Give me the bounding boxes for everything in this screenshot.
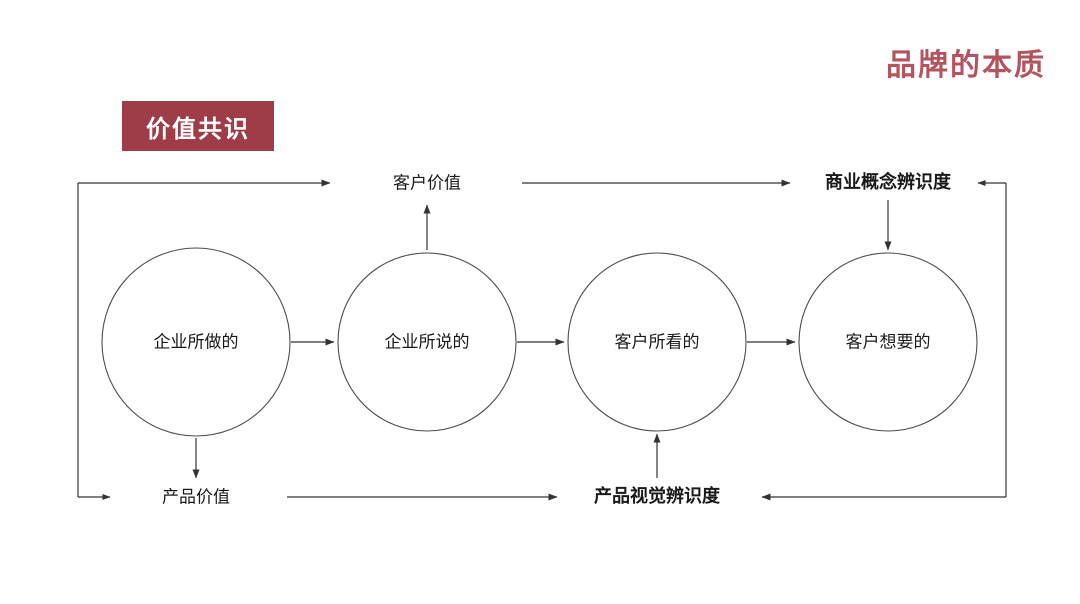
node-label-enterprise-does: 企业所做的 — [154, 332, 239, 351]
label-product-visual-recognition: 产品视觉辨识度 — [594, 485, 721, 506]
label-business-concept-recognition: 商业概念辨识度 — [825, 171, 952, 192]
node-label-enterprise-says: 企业所说的 — [385, 332, 470, 351]
node-circle-customer-wants[interactable] — [798, 252, 978, 432]
node-label-customer-sees: 客户所看的 — [615, 332, 700, 351]
label-customer-value: 客户价值 — [393, 173, 461, 192]
section-badge-label: 价值共识 — [146, 116, 250, 143]
node-circle-customer-sees[interactable] — [567, 252, 747, 432]
node-label-customer-wants: 客户想要的 — [846, 332, 931, 351]
connector-left-loop — [77, 179, 331, 500]
connector-right-loop — [761, 180, 1007, 501]
page-title: 品牌的本质 — [886, 49, 1046, 82]
node-circle-enterprise-does[interactable] — [101, 247, 291, 437]
node-circle-enterprise-says[interactable] — [337, 252, 517, 432]
section-badge: 价值共识 — [122, 101, 274, 151]
label-product-value: 产品价值 — [162, 487, 230, 506]
